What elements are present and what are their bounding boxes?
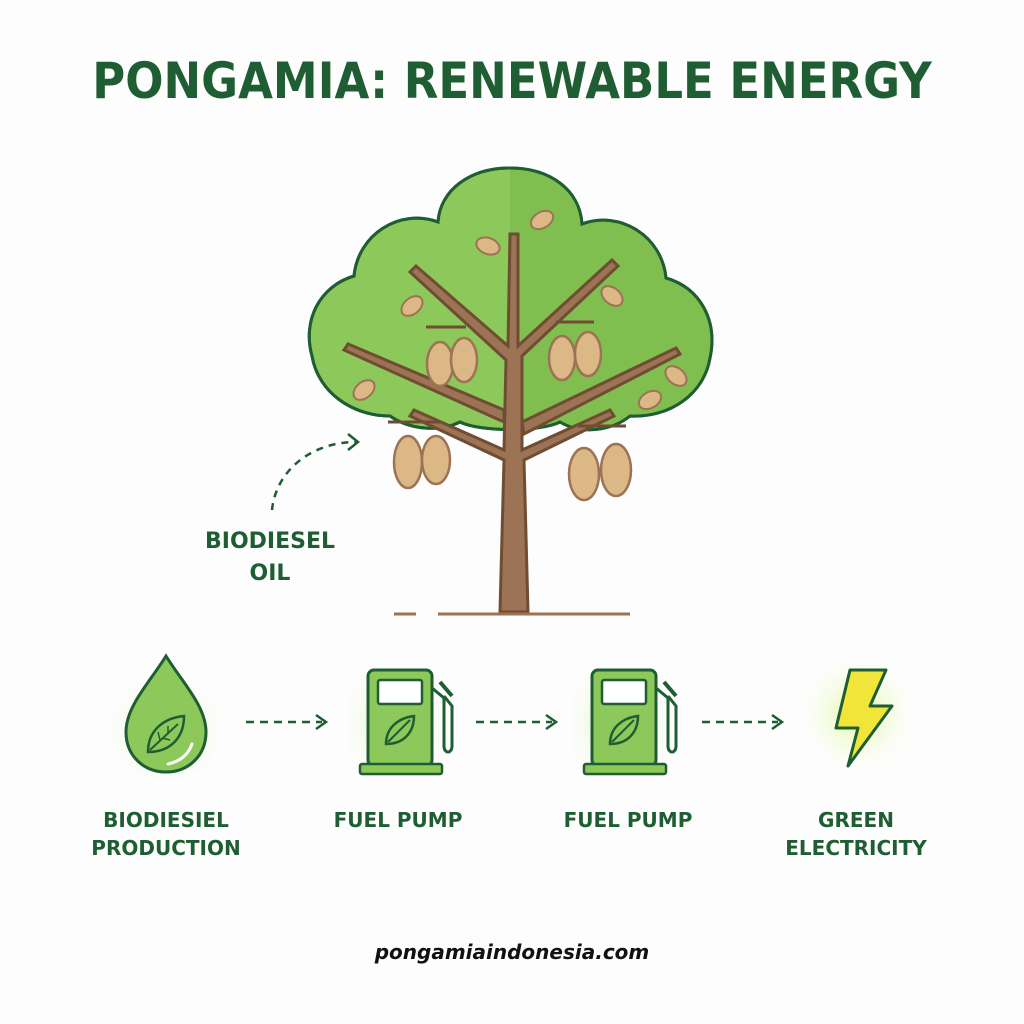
website-link[interactable]: pongamiaindonesia.com	[374, 940, 650, 964]
fuel-pump-icon	[348, 658, 460, 778]
tree-trunk	[341, 232, 683, 614]
annotation-arrow	[270, 433, 361, 511]
flow-arrow-1	[246, 713, 329, 731]
step-1-line-1: BIODIESIEL	[103, 808, 229, 832]
pongamia-tree-illustration	[307, 166, 714, 616]
annotation-line-1: BIODIESEL	[204, 529, 336, 554]
pod-stems	[388, 320, 626, 428]
step-1-line-2: PRODUCTION	[91, 836, 241, 860]
step-3-line-1: FUEL PUMP	[563, 808, 693, 832]
step-label-fuel-pump-2: FUEL PUMP	[528, 806, 728, 834]
step-label-biodiesel-production: BIODIESIEL PRODUCTION	[66, 806, 266, 862]
biodiesel-oil-label: BIODIESEL OIL	[190, 526, 350, 590]
step-4-line-1: GREEN	[818, 808, 894, 832]
flow-arrow-3	[702, 713, 785, 731]
step-label-fuel-pump-1: FUEL PUMP	[298, 806, 498, 834]
biodiesel-drop-icon	[106, 653, 226, 778]
tree-leaves	[352, 209, 688, 411]
flow-arrow-2	[476, 713, 559, 731]
annotation-line-2: OIL	[249, 561, 291, 586]
page-title: PONGAMIA: RENEWABLE ENERGY	[92, 52, 932, 110]
fuel-pump-icon	[572, 658, 684, 778]
seed-pods	[392, 330, 633, 502]
lightning-bolt-icon	[800, 656, 916, 772]
step-4-line-2: ELECTRICITY	[785, 836, 927, 860]
step-2-line-1: FUEL PUMP	[333, 808, 463, 832]
step-label-green-electricity: GREEN ELECTRICITY	[756, 806, 956, 862]
